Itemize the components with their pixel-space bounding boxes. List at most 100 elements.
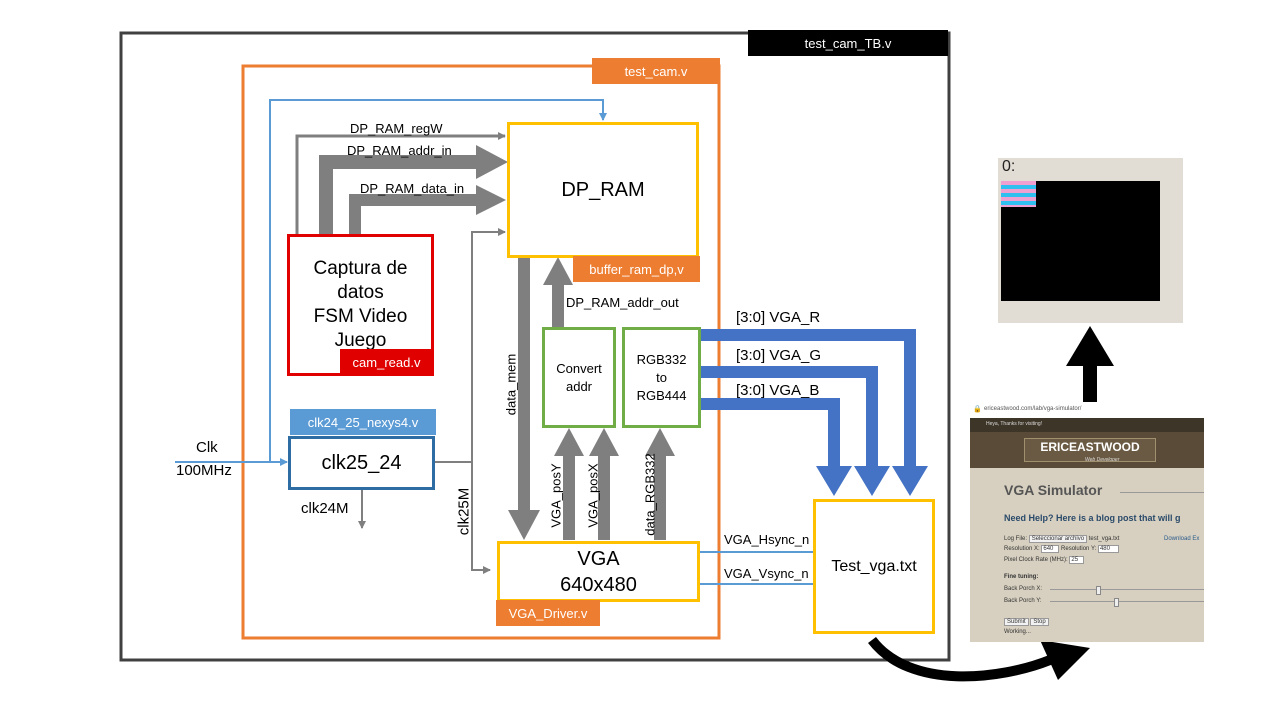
choose-file-button[interactable]: Seleccionar archivo — [1028, 535, 1088, 543]
addr-in-arrowhead — [476, 145, 508, 179]
clk25m-label: clk25M — [455, 487, 473, 536]
rgb-line-2: to — [656, 369, 667, 385]
posx-label: VGA_posX — [585, 463, 601, 528]
log-file-label: Log File: — [1004, 536, 1028, 542]
sim-output-stripes — [1001, 181, 1036, 207]
simulator-help[interactable]: Need Help? Here is a blog post that will… — [1004, 513, 1181, 523]
data-in-label: DP_RAM_data_in — [360, 181, 465, 196]
regw-label: DP_RAM_regW — [350, 121, 443, 136]
simulator-banner: Heya, Thanks for visiting! — [970, 418, 1204, 432]
clock-rate-label: Pixel Clock Rate (MHz): — [1004, 557, 1068, 563]
simulator-buttons: Submit Stop — [1004, 618, 1049, 626]
output-up-arrowhead — [1066, 326, 1114, 366]
convert-addr-block: Convert addr — [542, 327, 616, 428]
vga-block: VGA 640x480 — [497, 541, 700, 602]
clock-rate-row: Pixel Clock Rate (MHz): 25 — [1004, 556, 1085, 564]
vga-r-arrowhead — [892, 466, 928, 496]
clk-input-label: Clk — [196, 439, 218, 456]
flow-curve-arrowhead — [1040, 640, 1090, 680]
clk-to-dpram-wire-2 — [471, 228, 506, 462]
rgb332-label: data_RGB332 — [642, 453, 658, 536]
capture-line-2: datos — [337, 282, 384, 303]
posy-arrowhead — [554, 428, 584, 456]
simulator-brand-sub: Web Developer — [1085, 457, 1120, 462]
res-x-input[interactable]: 640 — [1041, 545, 1060, 553]
posx-arrowhead — [589, 428, 619, 456]
vga-g-label: [3:0] VGA_G — [736, 347, 822, 364]
simulator-window: 🔒 ericeastwood.com/lab/vga-simulator/ He… — [970, 402, 1204, 642]
posy-label: VGA_posY — [548, 463, 564, 528]
lock-icon: 🔒 — [973, 406, 982, 413]
vga-line-2: 640x480 — [560, 573, 637, 596]
rgb332-arrowhead — [645, 428, 675, 456]
capture-line-1: Captura de — [313, 258, 408, 279]
submit-button[interactable]: Submit — [1004, 618, 1029, 626]
resolution-row: Resolution X: 640 Resolution Y: 480 — [1004, 545, 1119, 553]
back-porch-y-label: Back Porch Y: — [1004, 598, 1042, 604]
addr-out-arrowhead — [543, 257, 573, 285]
test-file-label: Test_vga.txt — [831, 557, 917, 575]
addr-in-bus — [319, 155, 478, 236]
testbench-tag: test_cam_TB.v — [748, 30, 948, 56]
convert-line-2: addr — [565, 378, 593, 394]
clk24m-label: clk24M — [301, 500, 349, 517]
rgb-line-3: RGB444 — [636, 387, 687, 403]
sim-output-window: 0: — [998, 158, 1183, 323]
simulator-body: VGA Simulator Need Help? Here is a blog … — [970, 468, 1204, 642]
back-porch-x-slider[interactable] — [1050, 586, 1204, 595]
dp-ram-tag: buffer_ram_dp,v — [573, 256, 700, 282]
vga-line-1: VGA — [577, 547, 620, 570]
clk-to-dpram-wire — [269, 99, 607, 462]
res-y-label: Resolution Y: — [1061, 546, 1097, 552]
simulator-divider — [1120, 492, 1204, 493]
chosen-file-name: test_vga.txt — [1088, 536, 1120, 542]
vga-r-bus — [700, 329, 916, 470]
vga-tag: VGA_Driver.v — [496, 600, 600, 626]
testbench-frame — [119, 31, 951, 662]
clock-title: clk25_24 — [321, 451, 402, 474]
simulator-banner-text: Heya, Thanks for visiting! — [986, 421, 1043, 427]
top-module-frame — [241, 64, 721, 640]
dp-ram-block: DP_RAM — [507, 122, 699, 258]
data-mem-label: data_mem — [503, 353, 519, 416]
res-y-input[interactable]: 480 — [1097, 545, 1119, 553]
capture-tag: cam_read.v — [340, 349, 433, 375]
vga-b-bus — [700, 398, 840, 470]
sim-output-counter: 0: — [1002, 158, 1016, 175]
flow-curve-arrow — [868, 636, 1052, 682]
data-in-arrowhead — [476, 185, 506, 215]
regw-wire — [295, 132, 506, 236]
data-mem-arrowhead — [508, 510, 540, 540]
clock-rate-input[interactable]: 25 — [1069, 556, 1085, 564]
simulator-url: ericeastwood.com/lab/vga-simulator/ — [984, 406, 1082, 412]
data-in-bus — [349, 194, 478, 236]
vga-r-label: [3:0] VGA_R — [736, 309, 821, 326]
simulator-url-bar: 🔒 ericeastwood.com/lab/vga-simulator/ — [970, 402, 1204, 418]
convert-line-1: Convert — [556, 360, 602, 376]
rgb-line-1: RGB332 — [636, 351, 687, 367]
capture-line-4: Juego — [334, 330, 387, 351]
simulator-brand: ERICEASTWOOD Web Developer — [1024, 438, 1156, 462]
back-porch-x-thumb[interactable] — [1096, 586, 1101, 595]
fine-tuning-label: Fine tuning: — [1004, 574, 1039, 580]
back-porch-x-label: Back Porch X: — [1004, 586, 1043, 592]
simulator-title: VGA Simulator — [1004, 482, 1103, 498]
back-porch-y-slider[interactable] — [1050, 598, 1204, 607]
vga-b-arrowhead — [816, 466, 852, 496]
addr-in-label: DP_RAM_addr_in — [347, 143, 452, 158]
vga-g-arrowhead — [854, 466, 890, 496]
simulator-status: Working... — [1004, 629, 1031, 635]
hsync-label: VGA_Hsync_n — [724, 532, 810, 547]
simulator-header: ERICEASTWOOD Web Developer — [970, 432, 1204, 468]
vga-g-bus — [700, 366, 878, 470]
addr-out-label: DP_RAM_addr_out — [566, 295, 679, 310]
simulator-brand-name: ERICEASTWOOD — [1040, 440, 1140, 454]
clk-input-freq: 100MHz — [176, 462, 232, 479]
stop-button[interactable]: Stop — [1030, 618, 1049, 626]
clk25m-wire — [433, 461, 491, 574]
dp-ram-title: DP_RAM — [561, 178, 645, 201]
back-porch-y-thumb[interactable] — [1114, 598, 1119, 607]
download-link[interactable]: Download Ex — [1164, 536, 1200, 542]
vga-b-label: [3:0] VGA_B — [736, 382, 820, 399]
